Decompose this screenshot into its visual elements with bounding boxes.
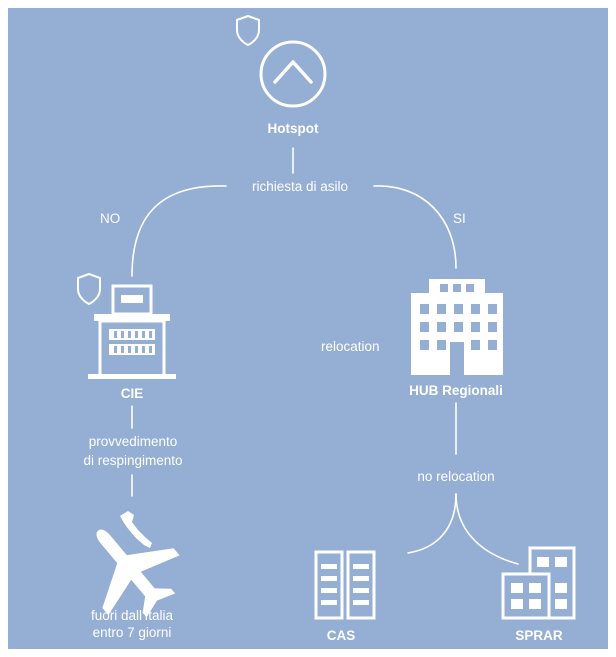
connector-split-sprar bbox=[455, 493, 519, 565]
rejection-label: provvedimento di respingimento bbox=[83, 434, 183, 468]
sprar-label: SPRAR bbox=[515, 628, 563, 643]
hub-label: HUB Regionali bbox=[409, 383, 503, 398]
connector-yes-branch bbox=[373, 185, 457, 269]
relocation-label: relocation bbox=[321, 339, 380, 354]
chevron-up-circle-icon bbox=[259, 40, 327, 108]
connector-no-branch bbox=[131, 185, 227, 277]
hotspot-label: Hotspot bbox=[267, 121, 319, 136]
italy-map-icon bbox=[120, 511, 152, 548]
cas-label: CAS bbox=[326, 628, 356, 643]
outside-italy-label: fuori dall'Italia entro 7 giorni bbox=[90, 608, 174, 640]
no-relocation-label: no relocation bbox=[417, 469, 495, 484]
shield-icon bbox=[236, 14, 260, 47]
shield-icon bbox=[77, 272, 101, 306]
airplane-icon bbox=[96, 529, 180, 618]
diagram-graphics bbox=[77, 14, 576, 620]
building-icon bbox=[88, 284, 176, 379]
apartment-icon bbox=[501, 546, 576, 620]
no-branch-label: NO bbox=[100, 211, 121, 226]
yes-branch-label: SI bbox=[453, 211, 466, 226]
office-building-icon bbox=[411, 279, 503, 375]
building-icon bbox=[314, 550, 376, 620]
asylum-request-label: richiesta di asilo bbox=[251, 179, 349, 194]
connector-split-cas bbox=[407, 493, 457, 554]
flow-diagram: Hotspot richiesta di asilo NO SI CIE rel… bbox=[8, 8, 608, 649]
cie-label: CIE bbox=[120, 386, 144, 401]
